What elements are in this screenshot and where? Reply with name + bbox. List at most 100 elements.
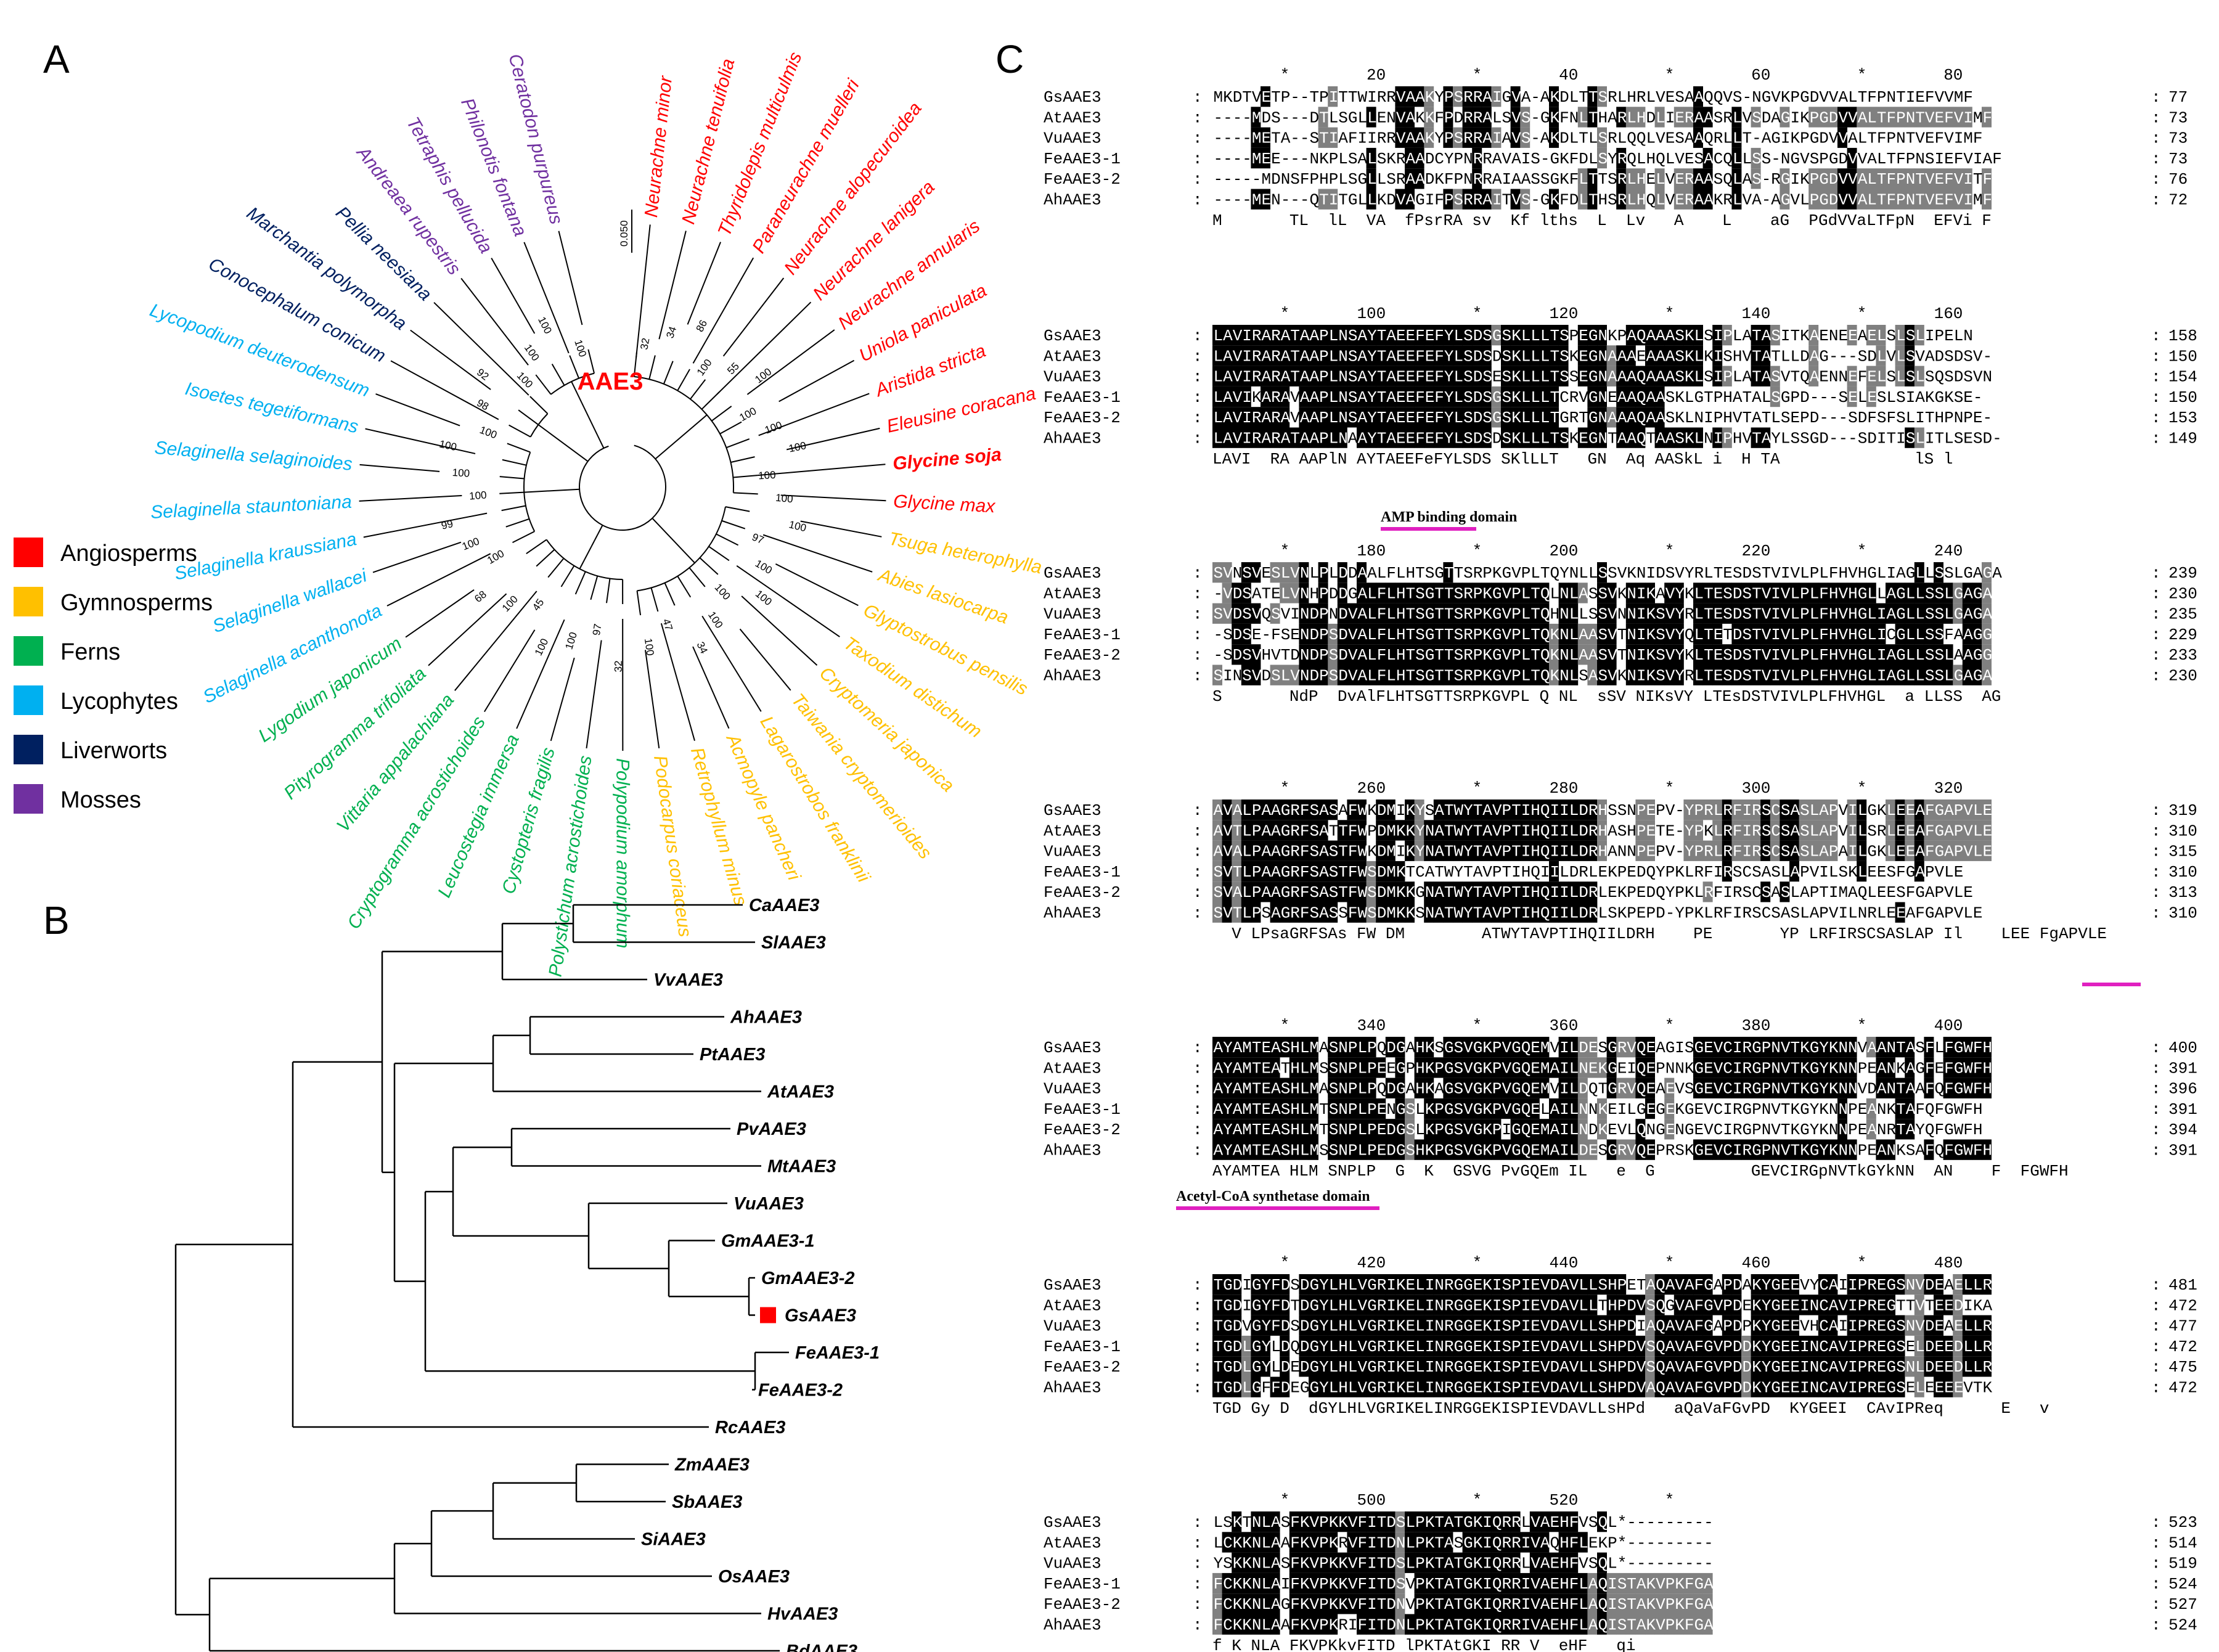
conservation-shade bbox=[1837, 127, 1847, 148]
bootstrap-value: 97 bbox=[591, 623, 604, 637]
conservation-shade bbox=[1309, 325, 1318, 346]
conservation-shade bbox=[1818, 107, 1828, 128]
sequence-name: AhAAE3 bbox=[1044, 430, 1101, 448]
branch bbox=[516, 619, 565, 729]
bootstrap-value: 100 bbox=[533, 637, 550, 658]
conservation-shade bbox=[1828, 189, 1838, 210]
sequence-end-position: 315 bbox=[2168, 843, 2197, 861]
conservation-shade bbox=[1587, 107, 1598, 128]
separator: : bbox=[1193, 584, 1203, 603]
sequence-end-position: 519 bbox=[2168, 1555, 2197, 1573]
tree-b-leaf-label: PtAAE3 bbox=[700, 1045, 765, 1065]
branch bbox=[664, 583, 676, 606]
conservation-shade bbox=[1962, 107, 1972, 128]
conservation-shade bbox=[1693, 168, 1703, 189]
bootstrap-value: 34 bbox=[664, 325, 679, 340]
conservation-shade bbox=[1270, 345, 1280, 366]
conservation-shade bbox=[1241, 325, 1251, 346]
separator: : bbox=[1193, 1616, 1203, 1635]
conservation-shade bbox=[1818, 168, 1828, 189]
panel-label-a: A bbox=[43, 37, 70, 81]
sequence-residues: YSKKNLASFKVPKKVFITDSLPKTATGKIQRRLVAEHFVS… bbox=[1214, 1555, 1714, 1573]
tree-b-leaf-label: MtAAE3 bbox=[767, 1157, 836, 1177]
sequence-end-position: 523 bbox=[2168, 1513, 2197, 1532]
sequence-name: GsAAE3 bbox=[1044, 88, 1101, 107]
sequence-end-position: 239 bbox=[2168, 564, 2197, 583]
separator: : bbox=[2151, 1616, 2161, 1635]
sequence-end-position: 229 bbox=[2168, 626, 2197, 644]
conservation-shade bbox=[1895, 366, 1905, 386]
branch bbox=[701, 615, 762, 712]
conservation-shade bbox=[1376, 366, 1386, 386]
conservation-shade bbox=[1443, 325, 1453, 346]
sequence-name: FeAAE3-1 bbox=[1044, 863, 1121, 881]
conservation-shade bbox=[1501, 325, 1511, 346]
branch bbox=[433, 301, 529, 396]
conservation-shade bbox=[1318, 345, 1328, 366]
conservation-shade bbox=[1481, 345, 1492, 366]
conservation-shade bbox=[1462, 189, 1473, 210]
sequence-residues: TGDLGFFDEGGYLHLVGRIKELINRGGEKISPIEVDAVLL… bbox=[1214, 1379, 1993, 1397]
branch bbox=[689, 567, 706, 587]
sequence-name: FeAAE3-2 bbox=[1044, 409, 1121, 427]
conservation-shade bbox=[1770, 366, 1780, 386]
conservation-shade bbox=[1876, 107, 1886, 128]
conservation-shade bbox=[1318, 325, 1328, 346]
separator: : bbox=[1193, 88, 1203, 107]
branch bbox=[499, 491, 525, 494]
sequence-end-position: 313 bbox=[2168, 883, 2197, 902]
separator: : bbox=[1193, 1296, 1203, 1315]
conservation-shade bbox=[1702, 168, 1713, 189]
branch bbox=[569, 355, 580, 379]
separator: : bbox=[1193, 564, 1203, 583]
conservation-shade bbox=[1847, 107, 1857, 128]
conservation-shade bbox=[1837, 168, 1847, 189]
sequence-name: AtAAE3 bbox=[1044, 1534, 1101, 1552]
conservation-shade bbox=[1857, 107, 1867, 128]
separator: : bbox=[2151, 883, 2161, 902]
sequence-name: FeAAE3-2 bbox=[1044, 1121, 1121, 1139]
bootstrap-value: 100 bbox=[753, 588, 774, 608]
conservation-shade bbox=[1876, 189, 1886, 210]
tree-b-leaf-label: BdAAE3 bbox=[786, 1642, 857, 1652]
conservation-shade bbox=[1357, 345, 1367, 366]
separator: : bbox=[2151, 327, 2161, 345]
conservation-shade bbox=[1866, 366, 1876, 386]
sequence-name: FeAAE3-1 bbox=[1044, 626, 1121, 644]
sequence-end-position: 149 bbox=[2168, 430, 2197, 448]
conservation-shade bbox=[1654, 325, 1665, 346]
conservation-shade bbox=[1241, 366, 1251, 386]
panel-b-rectangular-tree: CaAAE3SlAAE3VvAAE3AhAAE3PtAAE3AtAAE3PvAA… bbox=[174, 896, 880, 1652]
conservation-shade bbox=[1702, 107, 1713, 128]
alignment-ruler: * 20 * 40 * 60 * 80 bbox=[1174, 66, 1963, 84]
separator: : bbox=[1193, 801, 1203, 820]
branch bbox=[460, 277, 529, 366]
conservation-shade bbox=[1760, 345, 1771, 366]
conservation-shade bbox=[1731, 127, 1742, 148]
sequence-name: FeAAE3-1 bbox=[1044, 1338, 1121, 1356]
sequence-name: GsAAE3 bbox=[1044, 327, 1101, 345]
conservation-shade bbox=[1683, 189, 1694, 210]
bootstrap-value: 100 bbox=[478, 424, 499, 441]
conservation-shade bbox=[1625, 345, 1636, 366]
conservation-shade bbox=[1433, 325, 1444, 346]
sequence-residues: ----META--STIAFIIRRVAAKYPSRRAIAVS-AKDLTL… bbox=[1214, 129, 1983, 148]
conservation-shade bbox=[1443, 127, 1453, 148]
branch bbox=[722, 277, 785, 357]
sequence-end-position: 230 bbox=[2168, 667, 2197, 685]
sequence-end-position: 319 bbox=[2168, 801, 2197, 820]
conservation-shade bbox=[1577, 168, 1588, 189]
sequence-end-position: 310 bbox=[2168, 904, 2197, 923]
conservation-shade bbox=[1328, 345, 1338, 366]
sequence-name: GsAAE3 bbox=[1044, 564, 1101, 583]
separator: : bbox=[2151, 1100, 2161, 1119]
legend-swatch-mosses bbox=[14, 784, 43, 814]
conservation-shade bbox=[1501, 366, 1511, 386]
conservation-shade bbox=[1857, 189, 1867, 210]
sequence-name: VuAAE3 bbox=[1044, 605, 1101, 624]
conservation-shade bbox=[1510, 189, 1521, 210]
consensus-line: M TL lL VA fPsrRA sv Kf lths L Lv A L aG… bbox=[1212, 211, 1992, 230]
conservation-shade bbox=[1635, 366, 1646, 386]
